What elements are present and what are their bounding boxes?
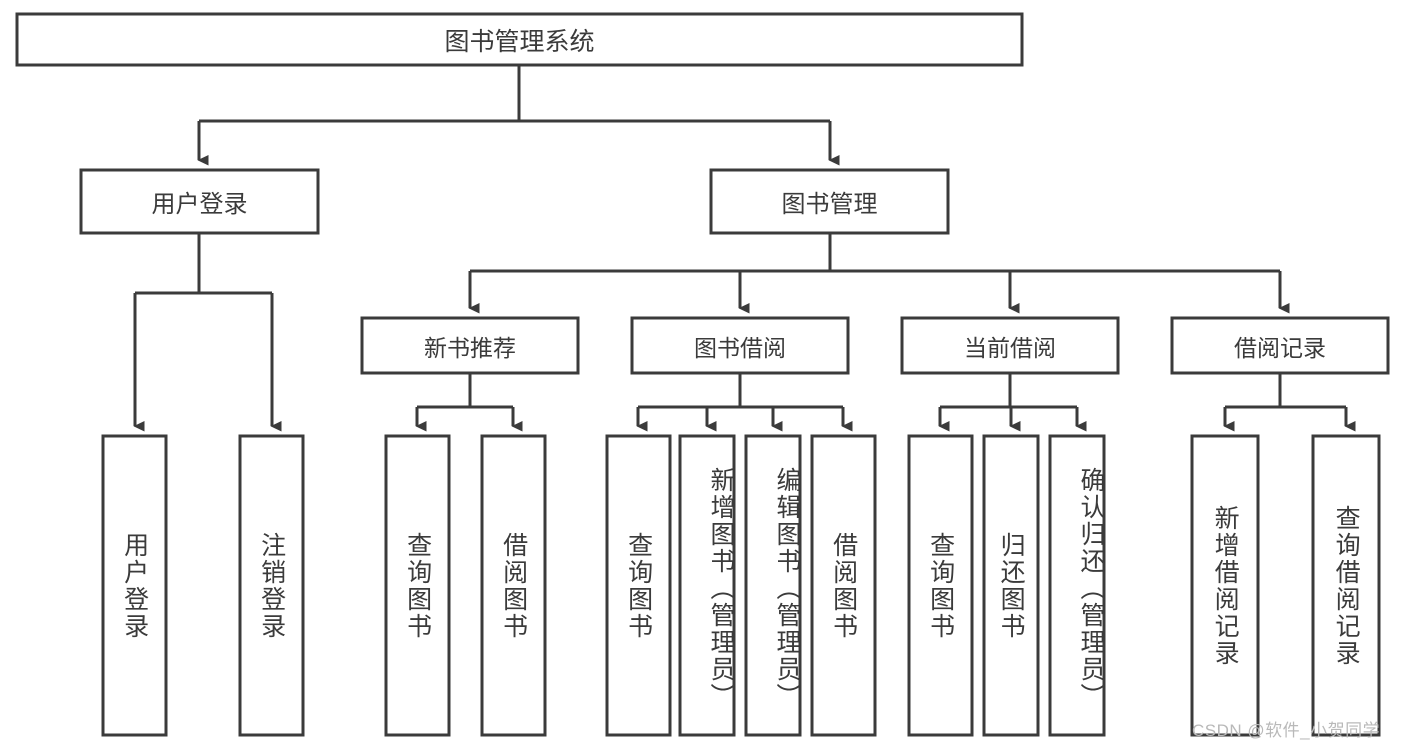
box-user-login[interactable] xyxy=(79,168,320,235)
leaf-box-edit-book[interactable] xyxy=(744,434,802,737)
leaf-box-borrow-book-2[interactable] xyxy=(810,434,877,737)
leaf-box-borrow-book-1[interactable] xyxy=(480,434,547,737)
node-boxes xyxy=(15,12,1390,737)
leaf-box-add-record[interactable] xyxy=(1190,434,1260,737)
box-borrow-record[interactable] xyxy=(1170,316,1390,375)
box-new-book-recommend[interactable] xyxy=(360,316,580,375)
leaf-box-query-book-1[interactable] xyxy=(384,434,451,737)
connectors xyxy=(133,65,1356,432)
leaf-box-query-book-3[interactable] xyxy=(907,434,974,737)
box-current-borrow[interactable] xyxy=(900,316,1120,375)
leaf-box-return-book[interactable] xyxy=(982,434,1040,737)
leaf-box-add-book[interactable] xyxy=(678,434,736,737)
box-book-management[interactable] xyxy=(709,168,950,235)
leaf-box-query-record[interactable] xyxy=(1311,434,1381,737)
leaf-box-confirm-return[interactable] xyxy=(1048,434,1106,737)
leaf-box-logout[interactable] xyxy=(238,434,305,737)
leaf-box-query-book-2[interactable] xyxy=(605,434,672,737)
watermark: CSDN @软件_小贺同学 xyxy=(1192,721,1381,740)
box-root[interactable] xyxy=(15,12,1024,67)
box-book-borrow[interactable] xyxy=(630,316,850,375)
leaf-box-user-login[interactable] xyxy=(101,434,168,737)
